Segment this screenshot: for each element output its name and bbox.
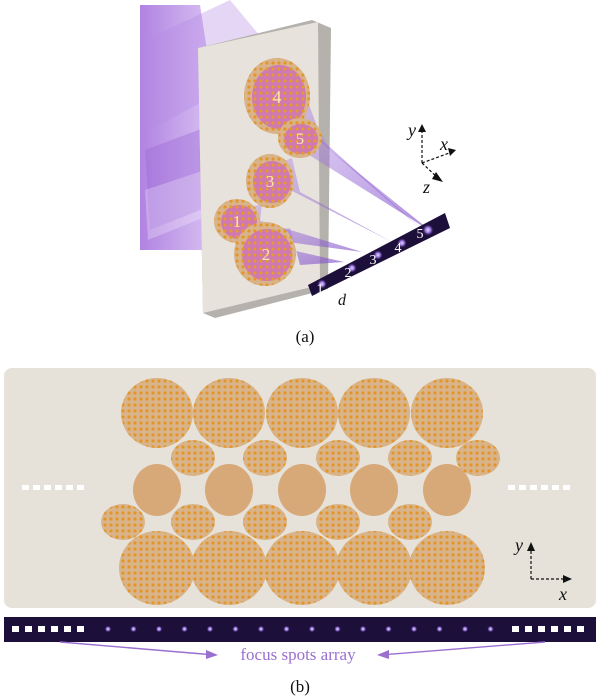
lens-number-3: 3	[266, 172, 275, 191]
axes-a	[418, 124, 456, 182]
spot-number-2: 2	[345, 266, 352, 281]
metalens-5	[278, 118, 322, 158]
focus-spot	[410, 625, 418, 633]
focus-spot	[359, 625, 367, 633]
focus-spots-caption: focus spots array	[240, 645, 356, 664]
focal-plane-strip	[308, 213, 450, 296]
continuation-left	[22, 485, 84, 490]
metalens-top-3	[266, 378, 338, 448]
continuation-right	[508, 485, 570, 490]
lens-number-1: 1	[233, 212, 242, 231]
spot-number-1: 1	[317, 282, 324, 297]
metalens-top-4	[338, 378, 410, 448]
metalens-bottom-3	[264, 531, 340, 605]
metalens-upper-small-3	[316, 440, 360, 476]
metalens-center-2	[205, 464, 253, 516]
strip-dashes-left	[12, 626, 84, 632]
metalens-center-1	[133, 464, 181, 516]
axes-b	[527, 542, 572, 583]
metalens-upper-small-1	[171, 440, 215, 476]
focus-spot	[308, 625, 316, 633]
focus-spot	[155, 625, 163, 633]
axis-a-x: x	[439, 134, 448, 154]
focus-spot	[181, 625, 188, 633]
metalens-bottom-5	[409, 531, 485, 605]
strip-dashes-right	[512, 626, 584, 632]
metalens-lower-small-4	[316, 504, 360, 540]
metalens-top-1	[121, 378, 193, 448]
metalens-center-5	[423, 464, 471, 516]
metalens-upper-small-2	[243, 440, 287, 476]
focus-spot	[206, 625, 214, 633]
focus-spot	[232, 625, 239, 633]
metalens-center-3	[278, 464, 326, 516]
metalens-lower-small-3	[243, 504, 287, 540]
metalens-upper-small-5	[456, 440, 500, 476]
metalens-bottom-1	[119, 531, 195, 605]
focus-spot	[436, 625, 443, 633]
metalens-bottom-4	[336, 531, 412, 605]
metalens-top-5	[411, 378, 483, 448]
focus-spot	[283, 625, 290, 633]
focus-strip	[4, 617, 596, 642]
metalens-3	[246, 154, 294, 208]
metalens-4	[244, 58, 310, 134]
metalens-lower-small-5	[388, 504, 432, 540]
lens-number-4: 4	[273, 87, 282, 107]
lens-number-5: 5	[296, 131, 304, 148]
spacing-marker	[327, 277, 353, 301]
focus-spot	[257, 625, 265, 633]
axis-a-y: y	[406, 120, 416, 140]
axis-a-z: z	[422, 177, 430, 197]
metalens-bottom-2	[191, 531, 267, 605]
metalens-upper-small-4	[388, 440, 432, 476]
focus-spot	[104, 625, 112, 633]
focus-spot	[385, 625, 392, 633]
spot-number-5: 5	[417, 227, 424, 242]
panel-a-label: (a)	[296, 327, 315, 346]
spacing-label: d	[338, 292, 347, 309]
focus-spot	[487, 625, 494, 633]
metalens-array	[101, 378, 500, 605]
metalens-top-2	[193, 378, 265, 448]
axis-b-y: y	[513, 535, 523, 555]
metalens-center-4	[350, 464, 398, 516]
focus-spot	[461, 625, 469, 633]
axis-b-x: x	[558, 584, 567, 604]
panel-b-label: (b)	[290, 677, 310, 696]
spot-number-3: 3	[370, 253, 377, 268]
metalens-2	[234, 222, 296, 286]
focus-spots	[104, 625, 494, 633]
focus-spot	[130, 625, 137, 633]
metalens-lower-small-1	[101, 504, 145, 540]
caption-arrows	[59, 641, 546, 659]
spot-number-4: 4	[395, 241, 402, 256]
metalens-lower-small-2	[171, 504, 215, 540]
panel-a: 4 5 3 1 2 1 2 3 4 5 d	[140, 0, 456, 346]
focus-spot	[334, 625, 341, 633]
panel-b: y x focus spots array (b)	[4, 368, 596, 696]
lens-number-2: 2	[262, 245, 271, 264]
